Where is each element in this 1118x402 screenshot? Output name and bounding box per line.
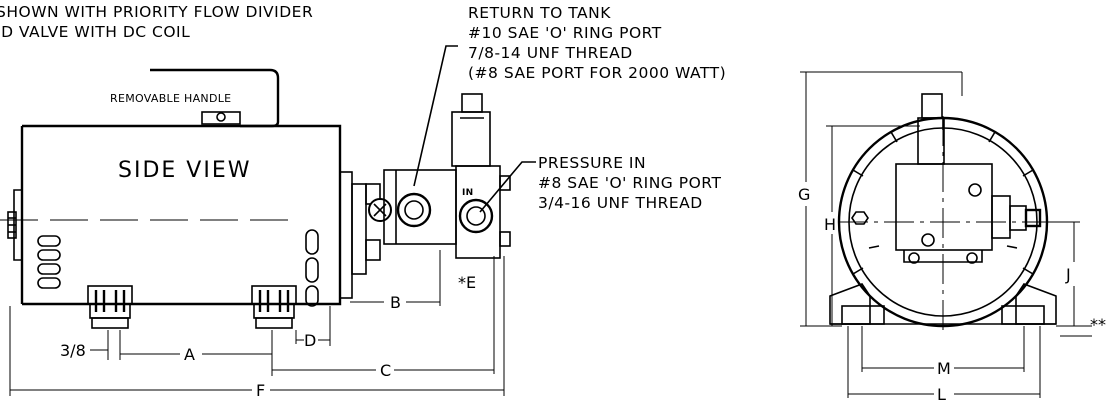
dimension-a: A bbox=[184, 345, 195, 364]
return-port bbox=[396, 192, 432, 228]
dimension-c: C bbox=[380, 361, 391, 380]
vent-slot bbox=[37, 249, 61, 261]
valve-block-end bbox=[895, 163, 993, 251]
foot-left bbox=[87, 285, 133, 329]
vent-slot bbox=[305, 285, 319, 307]
pressure-port bbox=[458, 198, 494, 234]
pump-body bbox=[383, 169, 457, 245]
pressure-note-line-2: #8 SAE 'O' RING PORT bbox=[538, 174, 721, 192]
foot-right bbox=[251, 285, 297, 329]
solenoid-coil bbox=[451, 111, 491, 167]
return-note-line-1: RETURN TO TANK bbox=[468, 4, 611, 22]
base-right bbox=[1015, 283, 1057, 325]
return-note-line-3: 7/8-14 UNF THREAD bbox=[468, 44, 633, 62]
front-flange bbox=[339, 171, 353, 299]
handle-bolt bbox=[216, 112, 226, 122]
pressure-leader bbox=[479, 161, 536, 213]
end-view bbox=[829, 93, 1057, 330]
dimension-j: J bbox=[1065, 265, 1071, 284]
pressure-note-line-1: PRESSURE IN bbox=[538, 154, 646, 172]
side-view: IN bbox=[0, 45, 536, 329]
dimension-b: B bbox=[390, 293, 401, 312]
vent-slot bbox=[37, 263, 61, 275]
pressure-fitting-end bbox=[991, 195, 1011, 239]
return-note-line-4: (#8 SAE PORT FOR 2000 WATT) bbox=[468, 64, 726, 82]
return-note-line-2: #10 SAE 'O' RING PORT bbox=[468, 24, 662, 42]
top-left-note-line-2: ID VALVE WITH DC COIL bbox=[0, 23, 190, 41]
return-port-note: RETURN TO TANK #10 SAE 'O' RING PORT 7/8… bbox=[468, 4, 726, 82]
dimension-e: *E bbox=[458, 273, 476, 292]
adapter bbox=[351, 183, 367, 275]
solenoid-terminal bbox=[461, 93, 483, 113]
top-left-note-line-1: SHOWN WITH PRIORITY FLOW DIVIDER bbox=[0, 3, 313, 21]
dimension-3-8: 3/8 bbox=[60, 341, 86, 360]
pump-bolt bbox=[365, 239, 381, 261]
return-leader bbox=[413, 45, 458, 187]
end-view-dimensions: G H J ** M L bbox=[798, 71, 1106, 402]
vent-slot bbox=[37, 277, 61, 289]
dimension-g: G bbox=[798, 185, 810, 204]
solenoid-end bbox=[917, 117, 945, 165]
dimension-h: H bbox=[824, 215, 836, 234]
dimension-l: L bbox=[937, 385, 946, 402]
handle-mount-block bbox=[201, 111, 241, 125]
side-view-dimensions: 3/8 A B D *E C F bbox=[9, 250, 505, 400]
pressure-note-line-3: 3/4-16 UNF THREAD bbox=[538, 194, 703, 212]
dimension-d: D bbox=[304, 331, 316, 350]
base-left bbox=[829, 283, 871, 325]
vent-slot bbox=[305, 257, 319, 283]
vent-slot bbox=[37, 235, 61, 247]
removable-handle-label: REMOVABLE HANDLE bbox=[110, 92, 231, 105]
motor-body-outline bbox=[22, 124, 342, 306]
valve-manifold bbox=[455, 165, 501, 259]
pressure-port-note: PRESSURE IN #8 SAE 'O' RING PORT 3/4-16 … bbox=[538, 154, 721, 212]
side-view-title: SIDE VIEW bbox=[118, 158, 251, 183]
in-port-mark: IN bbox=[462, 188, 473, 198]
dimension-f: F bbox=[256, 381, 265, 400]
top-left-note: SHOWN WITH PRIORITY FLOW DIVIDER ID VALV… bbox=[0, 3, 313, 41]
solenoid-terminal-end bbox=[921, 93, 943, 119]
dimension-m: M bbox=[937, 359, 951, 378]
dimension-double-star: ** bbox=[1090, 315, 1106, 334]
vent-slot bbox=[305, 229, 319, 255]
